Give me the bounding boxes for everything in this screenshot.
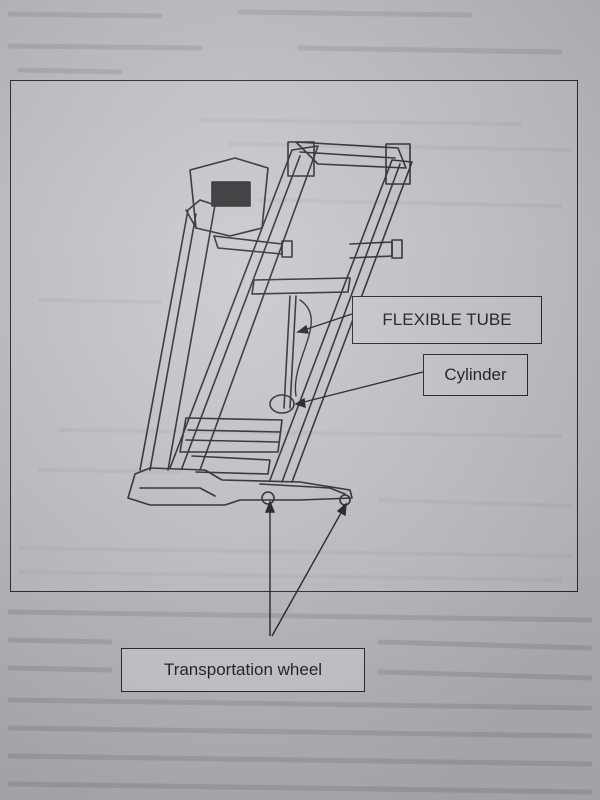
label-flexible-tube: FLEXIBLE TUBE — [382, 310, 512, 329]
motor-housing — [179, 417, 283, 453]
leader-wheel-right — [271, 503, 347, 637]
cylinder-strut — [283, 295, 291, 409]
deck-left-rail — [169, 145, 319, 471]
label-cylinder: Cylinder — [444, 365, 507, 384]
transportation-wheel-left — [261, 491, 275, 505]
callout-transportation-wheel: Transportation wheel — [121, 648, 365, 692]
transportation-wheel-right — [339, 494, 351, 506]
flexible-tube — [294, 299, 312, 397]
callout-flexible-tube: FLEXIBLE TUBE — [352, 296, 542, 344]
label-transportation-wheel: Transportation wheel — [163, 660, 323, 679]
leader-cylinder — [295, 371, 424, 405]
left-upright — [139, 199, 216, 471]
rear-roller — [295, 141, 407, 169]
callout-cylinder: Cylinder — [423, 354, 528, 396]
cylinder-body — [269, 394, 295, 414]
